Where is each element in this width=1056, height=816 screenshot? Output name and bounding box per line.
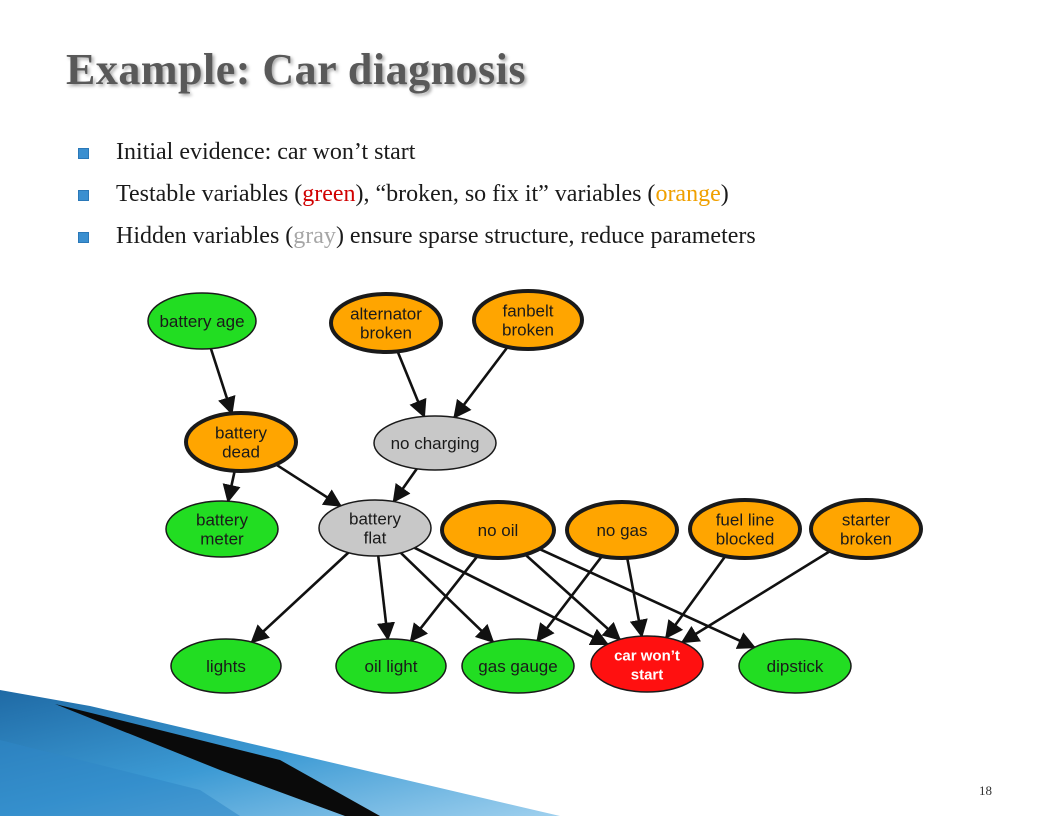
node-ellipse bbox=[688, 498, 802, 560]
node-ellipse bbox=[461, 638, 575, 694]
node-label: broken bbox=[840, 530, 892, 549]
node-label: start bbox=[631, 667, 664, 684]
bullet-square-icon bbox=[78, 190, 89, 201]
bullet-text: Initial evidence: car won’t start bbox=[116, 139, 416, 165]
node-ellipse bbox=[318, 499, 432, 557]
edge-no-oil-to-car-wont-start bbox=[524, 553, 622, 641]
edge-fanbelt-broken-to-no-charging bbox=[453, 346, 509, 419]
edge-battery-flat-to-oil-light bbox=[376, 555, 396, 641]
node-ellipse bbox=[147, 292, 257, 350]
corner-black-swoosh bbox=[55, 704, 380, 816]
node-lights: lights bbox=[170, 638, 282, 694]
node-ellipse bbox=[472, 289, 584, 351]
node-label: battery bbox=[215, 424, 267, 443]
edge-battery-dead-to-battery-flat bbox=[275, 463, 343, 508]
bullet-text-green-word: green bbox=[302, 181, 356, 207]
edge-no-gas-to-car-wont-start bbox=[625, 557, 648, 638]
node-label: lights bbox=[206, 657, 246, 676]
node-label: blocked bbox=[716, 530, 775, 549]
node-dipstick: dipstick bbox=[738, 638, 852, 694]
bullet-item: Hidden variables (gray) ensure sparse st… bbox=[74, 218, 756, 260]
edge-no-charging-to-battery-flat bbox=[392, 468, 418, 504]
node-label: starter bbox=[842, 511, 891, 530]
edge-no-gas-to-gas-gauge bbox=[536, 555, 604, 643]
bullet-item: Testable variables (green), “broken, so … bbox=[74, 176, 756, 218]
node-ellipse bbox=[738, 638, 852, 694]
edge-battery-age-to-battery-dead bbox=[209, 348, 236, 416]
node-label: battery age bbox=[159, 312, 244, 331]
edge-battery-flat-to-car-wont-start bbox=[414, 546, 610, 646]
page-number: 18 bbox=[979, 783, 992, 798]
node-label: broken bbox=[360, 324, 412, 343]
edge-no-oil-to-oil-light bbox=[409, 555, 479, 643]
bullet-text: ) bbox=[720, 181, 729, 207]
bullet-square-icon bbox=[78, 232, 89, 243]
bullet-square-icon bbox=[78, 148, 89, 159]
edge-alternator-broken-to-no-charging bbox=[396, 350, 427, 419]
bullet-text: Hidden variables ( bbox=[116, 223, 294, 249]
node-ellipse bbox=[809, 498, 923, 560]
node-ellipse bbox=[590, 635, 704, 693]
node-label: no oil bbox=[478, 521, 519, 540]
node-car-wont-start: car won’t start bbox=[590, 635, 704, 693]
edge-battery-flat-to-lights bbox=[250, 551, 350, 644]
node-label: dead bbox=[222, 443, 260, 462]
edge-battery-dead-to-battery-meter bbox=[222, 470, 241, 503]
node-label: battery bbox=[196, 511, 248, 530]
node-oil-light: oil light bbox=[335, 638, 447, 694]
slide-title: Example: Car diagnosis bbox=[66, 45, 527, 94]
edge-battery-flat-to-gas-gauge bbox=[399, 551, 495, 644]
bullet-text: Testable variables ( bbox=[116, 181, 303, 207]
bullet-list: Initial evidence: car won’t start Testab… bbox=[74, 134, 756, 260]
node-no-oil: no oil bbox=[440, 500, 556, 560]
node-label: fuel line bbox=[716, 511, 775, 530]
bullet-text: ), “broken, so fix it” variables ( bbox=[355, 181, 656, 207]
node-label: battery bbox=[349, 510, 401, 529]
edge-starter-broken-to-car-wont-start bbox=[680, 549, 831, 644]
node-ellipse bbox=[373, 415, 497, 471]
node-label: meter bbox=[200, 530, 244, 549]
node-no-charging: no charging bbox=[373, 415, 497, 471]
node-label: gas gauge bbox=[478, 657, 557, 676]
node-no-gas: no gas bbox=[565, 500, 679, 560]
node-label: no charging bbox=[391, 434, 480, 453]
node-ellipse bbox=[184, 411, 298, 473]
node-ellipse bbox=[165, 500, 279, 558]
node-gas-gauge: gas gauge bbox=[461, 638, 575, 694]
node-ellipse bbox=[440, 500, 556, 560]
bullet-text: ) ensure sparse structure, reduce parame… bbox=[335, 223, 756, 249]
node-label: flat bbox=[364, 529, 387, 548]
node-label: broken bbox=[502, 321, 554, 340]
edge-no-oil-to-dipstick bbox=[538, 547, 757, 649]
node-label: dipstick bbox=[767, 657, 824, 676]
node-label: car won’t bbox=[614, 648, 680, 665]
node-label: fanbelt bbox=[502, 302, 553, 321]
node-ellipse bbox=[565, 500, 679, 560]
edge-fuel-line-blocked-to-car-wont-start bbox=[665, 555, 727, 640]
node-label: alternator bbox=[350, 305, 422, 324]
corner-blue-band bbox=[0, 740, 240, 816]
edges-layer bbox=[209, 346, 831, 649]
node-ellipse bbox=[335, 638, 447, 694]
node-label: oil light bbox=[365, 657, 418, 676]
node-ellipse bbox=[329, 292, 443, 354]
bullet-text-gray-word: gray bbox=[293, 223, 336, 249]
node-label: no gas bbox=[596, 521, 647, 540]
node-ellipse bbox=[170, 638, 282, 694]
node-battery-age: battery age bbox=[147, 292, 257, 350]
bullet-item: Initial evidence: car won’t start bbox=[74, 134, 756, 176]
bullet-text-orange-word: orange bbox=[655, 181, 721, 207]
